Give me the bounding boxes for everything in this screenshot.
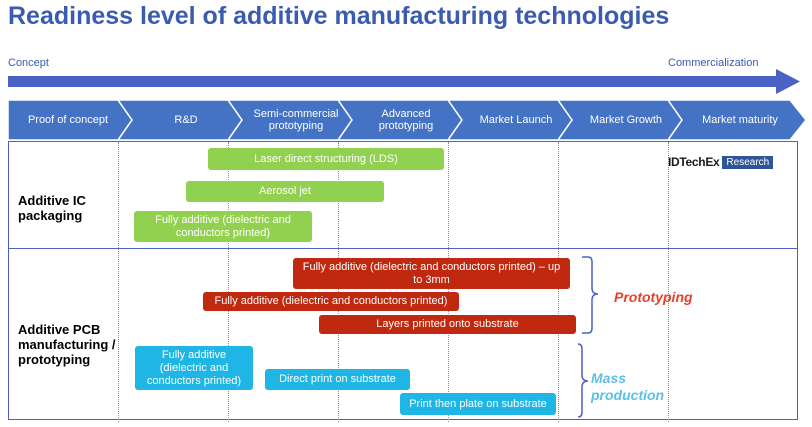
- prototyping-label: Prototyping: [614, 289, 693, 305]
- stage-chevron-bar: [7, 100, 807, 140]
- idtechex-logo: IDTechEx Research: [668, 155, 774, 169]
- bar-pcb-mass-fully-additive: Fully additive (dielectric and conductor…: [135, 346, 253, 390]
- stage-chevron-2: [227, 100, 353, 140]
- bar-lds: Laser direct structuring (LDS): [208, 148, 444, 170]
- stage-label-1: R&D: [174, 114, 198, 126]
- stage-boundary-line: [668, 142, 669, 422]
- commercialization-label: Commercialization: [668, 57, 759, 69]
- stage-label-5: Market Growth: [589, 114, 663, 126]
- page-title: Readiness level of additive manufacturin…: [8, 2, 670, 30]
- bar-aerosol-jet: Aerosol jet: [186, 181, 384, 202]
- bar-print-then-plate: Print then plate on substrate: [400, 393, 556, 415]
- stage-label-3: Advanced prototyping: [378, 108, 434, 132]
- stage-boundary-line: [118, 142, 119, 422]
- stage-chevron-5: [557, 100, 683, 140]
- stage-chevron-4: [447, 100, 573, 140]
- stage-label-2: Semi-commercial prototyping: [253, 108, 339, 132]
- bar-pcb-fully-additive: Fully additive (dielectric and conductor…: [203, 292, 459, 311]
- stage-chevron-1: [117, 100, 243, 140]
- readiness-table-frame: [8, 141, 798, 420]
- stage-label-4: Market Launch: [479, 114, 553, 126]
- prototyping-brace: [582, 256, 599, 334]
- bar-pcb-fully-additive-3mm: Fully additive (dielectric and conductor…: [293, 258, 570, 289]
- stage-boundary-line: [228, 142, 229, 422]
- bar-direct-print: Direct print on substrate: [265, 369, 410, 390]
- stage-chevron-6: [667, 100, 807, 140]
- concept-label: Concept: [8, 57, 49, 69]
- bar-layers-printed: Layers printed onto substrate: [319, 315, 576, 334]
- mass-production-label: Mass production: [591, 370, 665, 403]
- stage-label-0: Proof of concept: [27, 114, 109, 126]
- progress-arrow: [8, 69, 800, 94]
- mass-production-brace: [578, 343, 589, 418]
- row-label-ic-packaging: Additive IC packaging: [18, 193, 86, 223]
- bar-ic-fully-additive: Fully additive (dielectric and conductor…: [134, 211, 312, 242]
- stage-chevron-3: [337, 100, 463, 140]
- group-braces: [578, 256, 599, 418]
- row-label-pcb: Additive PCB manufacturing / prototyping: [18, 322, 116, 367]
- stage-label-6: Market maturity: [702, 114, 778, 126]
- row-divider: [8, 248, 798, 249]
